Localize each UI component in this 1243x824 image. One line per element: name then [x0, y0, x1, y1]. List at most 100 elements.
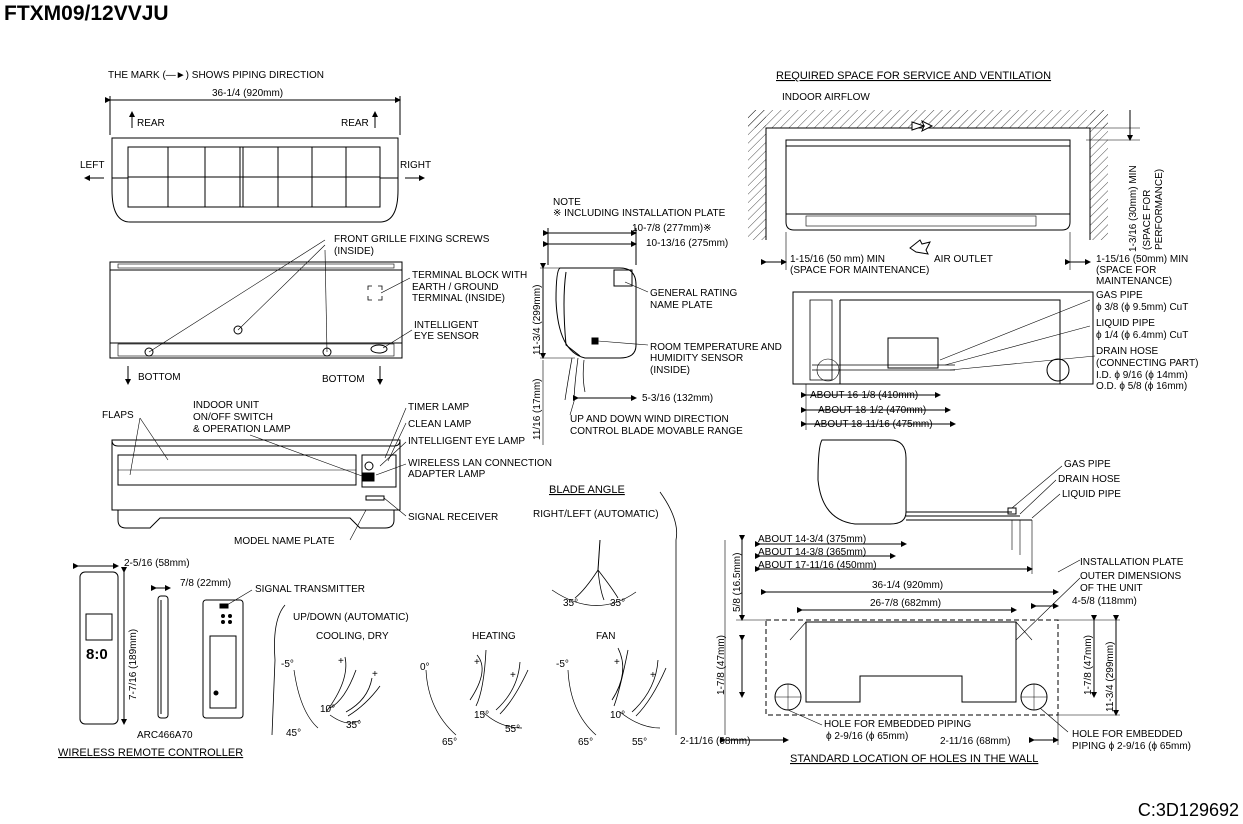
indoor-airflow-label: INDOOR AIRFLOW — [782, 92, 870, 103]
side-note: NOTE — [553, 197, 581, 208]
room-sensor-label: ROOM TEMPERATURE AND — [650, 342, 782, 353]
cooling-angle-3: 35° — [346, 720, 361, 731]
remote-width-dim: 2-5/16 (58mm) — [124, 558, 190, 569]
right-label: RIGHT — [400, 160, 431, 171]
drain-hose-label: DRAIN HOSE — [1096, 346, 1159, 357]
room-sensor-label-3: (INSIDE) — [650, 365, 690, 376]
hole-right-size: PIPING ϕ 2-9/16 (ϕ 65mm) — [1072, 741, 1191, 752]
remote-display: 8:0 — [86, 646, 108, 663]
cooling-angle-2: 10° — [320, 704, 335, 715]
right-left-auto-label: RIGHT/LEFT (AUTOMATIC) — [533, 509, 659, 520]
liquid-pipe-label: LIQUID PIPE — [1096, 318, 1155, 329]
liquid-pipe-size: ϕ 1/4 (ϕ 6.4mm) CuT — [1096, 330, 1188, 341]
outer-dimensions-label-2: OF THE UNIT — [1080, 583, 1143, 594]
about-450-dim: ABOUT 17-11/16 (450mm) — [758, 560, 877, 571]
blade-range-label: UP AND DOWN WIND DIRECTION — [570, 414, 729, 425]
heating-label: HEATING — [472, 631, 516, 642]
cooling-angle-1: -5° — [281, 659, 294, 670]
bottom-left-label: BOTTOM — [138, 372, 181, 383]
cooling-plus-2: + — [372, 669, 378, 680]
dim-299: 11-3/4 (299mm) — [1105, 642, 1116, 712]
gas-pipe-label: GAS PIPE — [1096, 290, 1143, 301]
terminal-block-label-2: EARTH / GROUND — [412, 282, 499, 293]
hole-right-label: HOLE FOR EMBEDDED — [1072, 729, 1183, 740]
right-maint-label: (SPACE FOR — [1096, 265, 1156, 276]
updown-auto-label: UP/DOWN (AUTOMATIC) — [293, 612, 409, 623]
cooling-angle-4: 45° — [286, 728, 301, 739]
fixing-screws-label-2: (INSIDE) — [334, 246, 374, 257]
lamp-view-unit — [111, 407, 407, 541]
drain-hose-label-2: (CONNECTING PART) — [1096, 358, 1198, 369]
model-plate-label: MODEL NAME PLATE — [234, 536, 335, 547]
about-410-dim: ABOUT 16-1/8 (410mm) — [810, 390, 918, 401]
drawing-title: FTXM09/12VVJU — [4, 2, 169, 25]
clean-lamp-label: CLEAN LAMP — [408, 419, 472, 430]
mark-note: THE MARK (—►) SHOWS PIPING DIRECTION — [108, 70, 324, 81]
dim-682: 26-7/8 (682mm) — [870, 598, 941, 609]
fan-angle-1: -5° — [556, 659, 569, 670]
wlan-lamp-label: WIRELESS LAN CONNECTION — [408, 458, 552, 469]
room-sensor-label-2: HUMIDITY SENSOR — [650, 353, 743, 364]
remote-depth-dim: 7/8 (22mm) — [180, 578, 231, 589]
blade-depth-dim: 5-3/16 (132mm) — [642, 393, 713, 404]
remote-views — [73, 563, 253, 725]
eye-lamp-label: INTELLIGENT EYE LAMP — [408, 436, 525, 447]
right-maint-label-2: MAINTENANCE) — [1096, 276, 1172, 287]
piping-plan-view — [792, 291, 1096, 430]
depth-277-dim: 10-7/8 (277mm)※ — [632, 223, 712, 234]
about-365-dim: ABOUT 14-3/8 (365mm) — [758, 547, 866, 558]
outer-dimensions-label: OUTER DIMENSIONS — [1080, 571, 1181, 582]
about-375-dim: ABOUT 14-3/4 (375mm) — [758, 534, 866, 545]
cooling-label: COOLING, DRY — [316, 631, 389, 642]
gas-pipe-size: ϕ 3/8 (ϕ 9.5mm) CuT — [1096, 302, 1188, 313]
wall-holes-view — [720, 535, 1120, 745]
flaps-label: FLAPS — [102, 410, 134, 421]
performance-label-2: PERFORMANCE) — [1154, 169, 1165, 250]
fixing-screws-label: FRONT GRILLE FIXING SCREWS — [334, 234, 490, 245]
dim-47-left: 1-7/8 (47mm) — [716, 635, 727, 695]
dim-16-5: 5/8 (16.5mm) — [732, 553, 743, 612]
document-code: C:3D129692 — [1137, 800, 1239, 820]
terminal-block-label: TERMINAL BLOCK WITH — [412, 270, 527, 281]
blade-angle-diagrams — [271, 491, 678, 736]
dim-47-right: 1-7/8 (47mm) — [1083, 635, 1094, 695]
heating-angle-4: 65° — [442, 737, 457, 748]
drain-id-label: I.D. ϕ 9/16 (ϕ 14mm) — [1096, 370, 1188, 381]
dim-920: 36-1/4 (920mm) — [872, 580, 943, 591]
front-view-unit — [109, 239, 413, 385]
blade-range-label-2: CONTROL BLADE MOVABLE RANGE — [570, 426, 743, 437]
depth-275-dim: 10-13/16 (275mm) — [646, 238, 728, 249]
side-view-unit — [540, 228, 649, 445]
dim-118: 4-5/8 (118mm) — [1072, 596, 1137, 607]
dim-68-left: 2-11/16 (68mm) — [680, 736, 750, 747]
wall-holes-label: STANDARD LOCATION OF HOLES IN THE WALL — [790, 753, 1038, 765]
right-space-dim: 1-15/16 (50mm) MIN — [1096, 254, 1188, 265]
top-view-unit — [84, 96, 425, 223]
left-maint-label: (SPACE FOR MAINTENANCE) — [790, 265, 929, 276]
left-label: LEFT — [80, 160, 104, 171]
heating-plus-2: + — [510, 670, 516, 681]
onoff-label: INDOOR UNIT — [193, 400, 259, 411]
rear-right-label: REAR — [341, 118, 369, 129]
side-height-dim: 11-3/4 (299mm) — [532, 285, 543, 355]
rl-angle-right: 35° — [610, 598, 625, 609]
heating-plus-1: + — [474, 657, 480, 668]
timer-lamp-label: TIMER LAMP — [408, 402, 469, 413]
air-outlet-label: AIR OUTLET — [934, 254, 993, 265]
signal-transmitter-label: SIGNAL TRANSMITTER — [255, 584, 365, 595]
terminal-block-label-3: TERMINAL (INSIDE) — [412, 293, 505, 304]
installation-plate-label: INSTALLATION PLATE — [1080, 557, 1184, 568]
onoff-label-3: & OPERATION LAMP — [193, 424, 291, 435]
service-space-title: REQUIRED SPACE FOR SERVICE AND VENTILATI… — [776, 70, 1051, 82]
flap-height-dim: 11/16 (17mm) — [532, 378, 543, 440]
fan-label: FAN — [596, 631, 615, 642]
remote-model: ARC466A70 — [137, 730, 193, 741]
bottom-right-label: BOTTOM — [322, 374, 365, 385]
eye-sensor-label: INTELLIGENT — [414, 320, 478, 331]
blade-angle-title: BLADE ANGLE — [549, 484, 625, 496]
remote-height-dim: 7-7/16 (189mm) — [128, 629, 139, 700]
rating-plate-label: GENERAL RATING — [650, 288, 737, 299]
fan-angle-3: 55° — [632, 737, 647, 748]
drain-hose-label-3: DRAIN HOSE — [1058, 474, 1121, 485]
